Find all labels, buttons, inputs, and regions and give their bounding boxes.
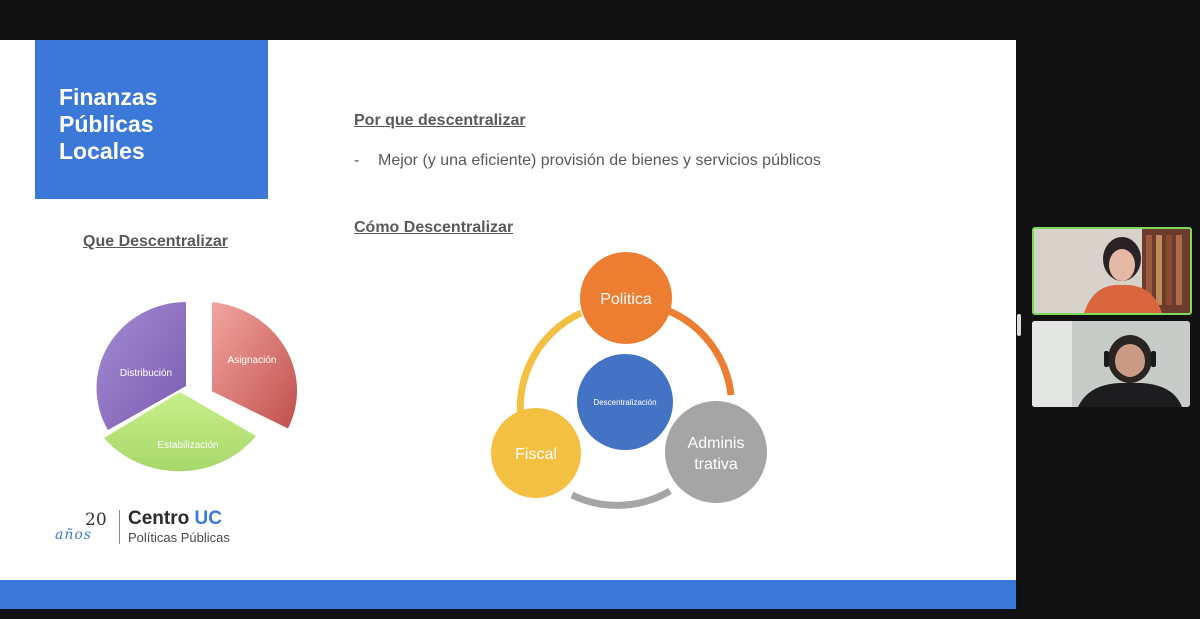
participant-video-1-frame <box>1034 229 1190 313</box>
bullet-item: - Mejor (y una eficiente) provisión de bi… <box>354 152 821 170</box>
participant-video-2[interactable] <box>1032 321 1190 407</box>
logo-subtitle: Políticas Públicas <box>128 530 230 545</box>
cycle-node-politica <box>580 252 672 344</box>
centro-uc-logo: 20 años Centro UC Políticas Públicas <box>55 508 295 548</box>
cycle-node-administrativa-line-2: trativa <box>694 456 738 473</box>
participant-video-2-frame <box>1032 321 1190 407</box>
cycle-node-fiscal <box>491 408 581 498</box>
logo-divider <box>119 510 120 544</box>
bullet-text: Mejor (y una eficiente) provisión de bie… <box>378 152 821 169</box>
cycle-node-administrativa-line-1: Adminis <box>688 435 745 452</box>
pie-slice-asignacion <box>212 302 298 429</box>
presentation-slide: Finanzas Públicas Locales Por que descen… <box>0 40 1016 609</box>
logo-brand: Centro UC <box>128 508 222 530</box>
pie-label-distribucion: Distribución <box>120 368 172 379</box>
cycle-node-fiscal-label: Fiscal <box>515 446 557 463</box>
cycle-center-label: Descentralización <box>593 398 656 407</box>
por-que-heading: Por que descentralizar <box>354 112 526 129</box>
cycle-node-politica-label: Politica <box>600 291 652 308</box>
cycle-arc-2 <box>570 487 672 509</box>
pie-slice-distribucion <box>96 302 186 430</box>
title-line-3: Locales <box>59 138 145 164</box>
cycle-diagram: Descentralización Politica Adminis trati… <box>480 245 780 515</box>
como-heading: Cómo Descentralizar <box>354 219 514 236</box>
title-line-2: Públicas <box>59 111 154 137</box>
que-heading: Que Descentralizar <box>83 233 228 250</box>
title-box: Finanzas Públicas Locales <box>35 40 268 199</box>
cycle-svg: Descentralización Politica Adminis trati… <box>491 252 767 509</box>
pie-svg: Asignación Estabilización Distribución <box>96 302 298 472</box>
title-line-1: Finanzas <box>59 84 158 110</box>
logo-brand-main: Centro <box>128 508 195 529</box>
participant-video-speaker[interactable] <box>1032 227 1192 315</box>
cycle-center-node <box>577 354 673 450</box>
slide-title: Finanzas Públicas Locales <box>59 84 259 165</box>
panel-resize-handle[interactable] <box>1017 314 1021 336</box>
logo-years-word: años <box>55 527 92 543</box>
logo-years: 20 <box>85 510 107 530</box>
pie-diagram: Asignación Estabilización Distribución <box>70 290 330 490</box>
pie-slice-estabilizacion <box>104 392 256 472</box>
bullet-dash: - <box>354 152 360 169</box>
cycle-arc-1 <box>667 307 735 396</box>
logo-brand-accent: UC <box>194 508 222 529</box>
pie-label-estabilizacion: Estabilización <box>157 440 218 451</box>
pie-label-asignacion: Asignación <box>228 355 277 366</box>
slide-footer-bar <box>0 580 1016 609</box>
cycle-node-administrativa <box>665 401 767 503</box>
